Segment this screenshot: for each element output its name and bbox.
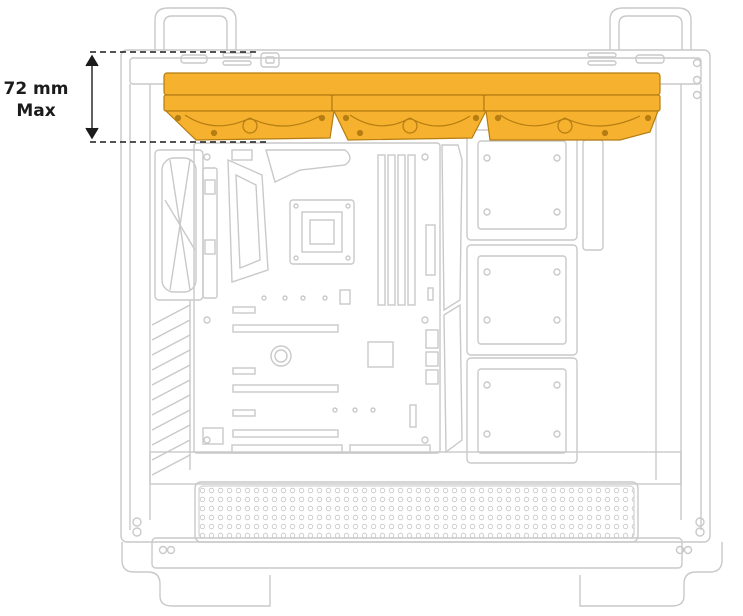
radiator-body-1 bbox=[164, 95, 332, 111]
left-handle bbox=[155, 8, 236, 50]
right-handle bbox=[610, 8, 691, 50]
ram-slots bbox=[378, 155, 415, 305]
radiator-fan-3 bbox=[486, 111, 658, 140]
radiator-top-bar bbox=[164, 73, 660, 95]
radiator-body-2 bbox=[332, 95, 484, 111]
dimension-value: 72 mm bbox=[0, 78, 72, 100]
top-radiator bbox=[164, 73, 660, 140]
drive-bays bbox=[467, 130, 603, 463]
radiator-body-3 bbox=[484, 95, 660, 111]
expansion-slot-covers bbox=[152, 300, 190, 475]
radiator-fan-1 bbox=[166, 111, 334, 140]
rear-fan bbox=[155, 150, 217, 300]
cable-grommets bbox=[442, 145, 462, 452]
radiator-fan-2 bbox=[334, 111, 486, 140]
bottom-mesh bbox=[199, 486, 634, 538]
motherboard bbox=[194, 143, 440, 453]
pcie-slots bbox=[233, 307, 338, 437]
dimension-max-label: Max bbox=[0, 100, 72, 122]
